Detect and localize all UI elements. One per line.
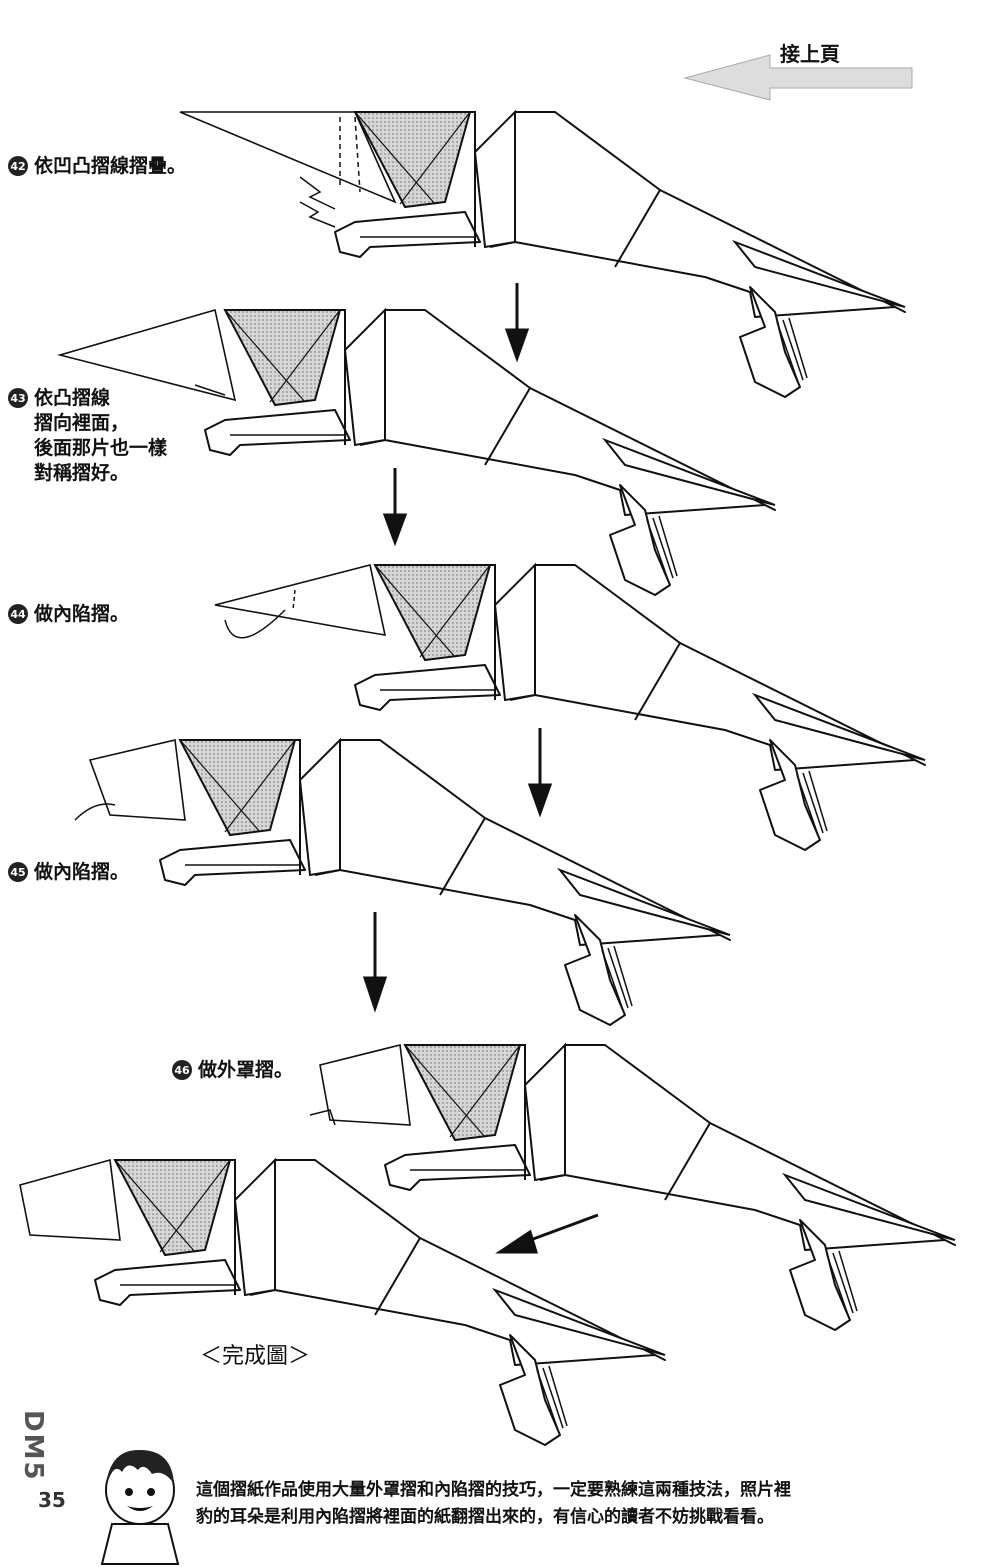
step-text: 依凸摺線 <box>34 387 111 409</box>
step-text: 對稱摺好。 <box>34 462 130 484</box>
step-text: 做內陷摺。 <box>34 603 130 625</box>
step-43-figure <box>56 308 776 596</box>
process-arrows <box>362 283 599 1254</box>
step-44-figure <box>214 564 926 851</box>
step-number: 44 <box>8 604 28 624</box>
step-text: 後面那片也一樣 <box>34 437 168 459</box>
step-text: 做內陷摺。 <box>34 861 130 883</box>
page-number: 35 <box>38 1488 66 1512</box>
step-46-caption: 46 做外罩摺。 <box>172 1058 293 1083</box>
step-number: 42 <box>8 156 28 176</box>
continue-arrow <box>683 54 913 101</box>
mascot <box>100 1449 180 1565</box>
watermark: DM5 <box>18 1410 48 1482</box>
continue-label: 接上頁 <box>780 42 840 66</box>
step-text: 做外罩摺。 <box>198 1059 294 1081</box>
step-text: 摺向裡面， <box>34 412 130 434</box>
finished-label: ＜完成圖＞ <box>200 1344 311 1369</box>
step-number: 45 <box>8 862 28 882</box>
footer-note: 這個摺紙作品使用大量外罩摺和內陷摺的技巧，一定要熟練這兩種技法，照片裡 豹的耳朵… <box>196 1477 986 1531</box>
step-number: 46 <box>172 1060 192 1080</box>
step-45-caption: 45 做內陷摺。 <box>8 860 129 885</box>
footer-note-line: 這個摺紙作品使用大量外罩摺和內陷摺的技巧，一定要熟練這兩種技法，照片裡 <box>196 1480 791 1500</box>
step-45-figure <box>74 739 731 1026</box>
step-42-figure <box>179 111 906 398</box>
step-42-caption: 42 依凹凸摺線摺疊。 <box>8 154 186 179</box>
step-43-caption: 43 依凸摺線 摺向裡面， 後面那片也一樣 對稱摺好。 <box>8 386 167 486</box>
step-44-caption: 44 做內陷摺。 <box>8 602 129 627</box>
footer-note-line: 豹的耳朵是利用內陷摺將裡面的紙翻摺出來的，有信心的讀者不妨挑戰看看。 <box>196 1507 774 1527</box>
step-46-figure <box>309 1044 956 1331</box>
finished-figure <box>19 1158 666 1446</box>
step-text: 依凹凸摺線摺疊。 <box>34 155 187 177</box>
step-number: 43 <box>8 388 28 408</box>
